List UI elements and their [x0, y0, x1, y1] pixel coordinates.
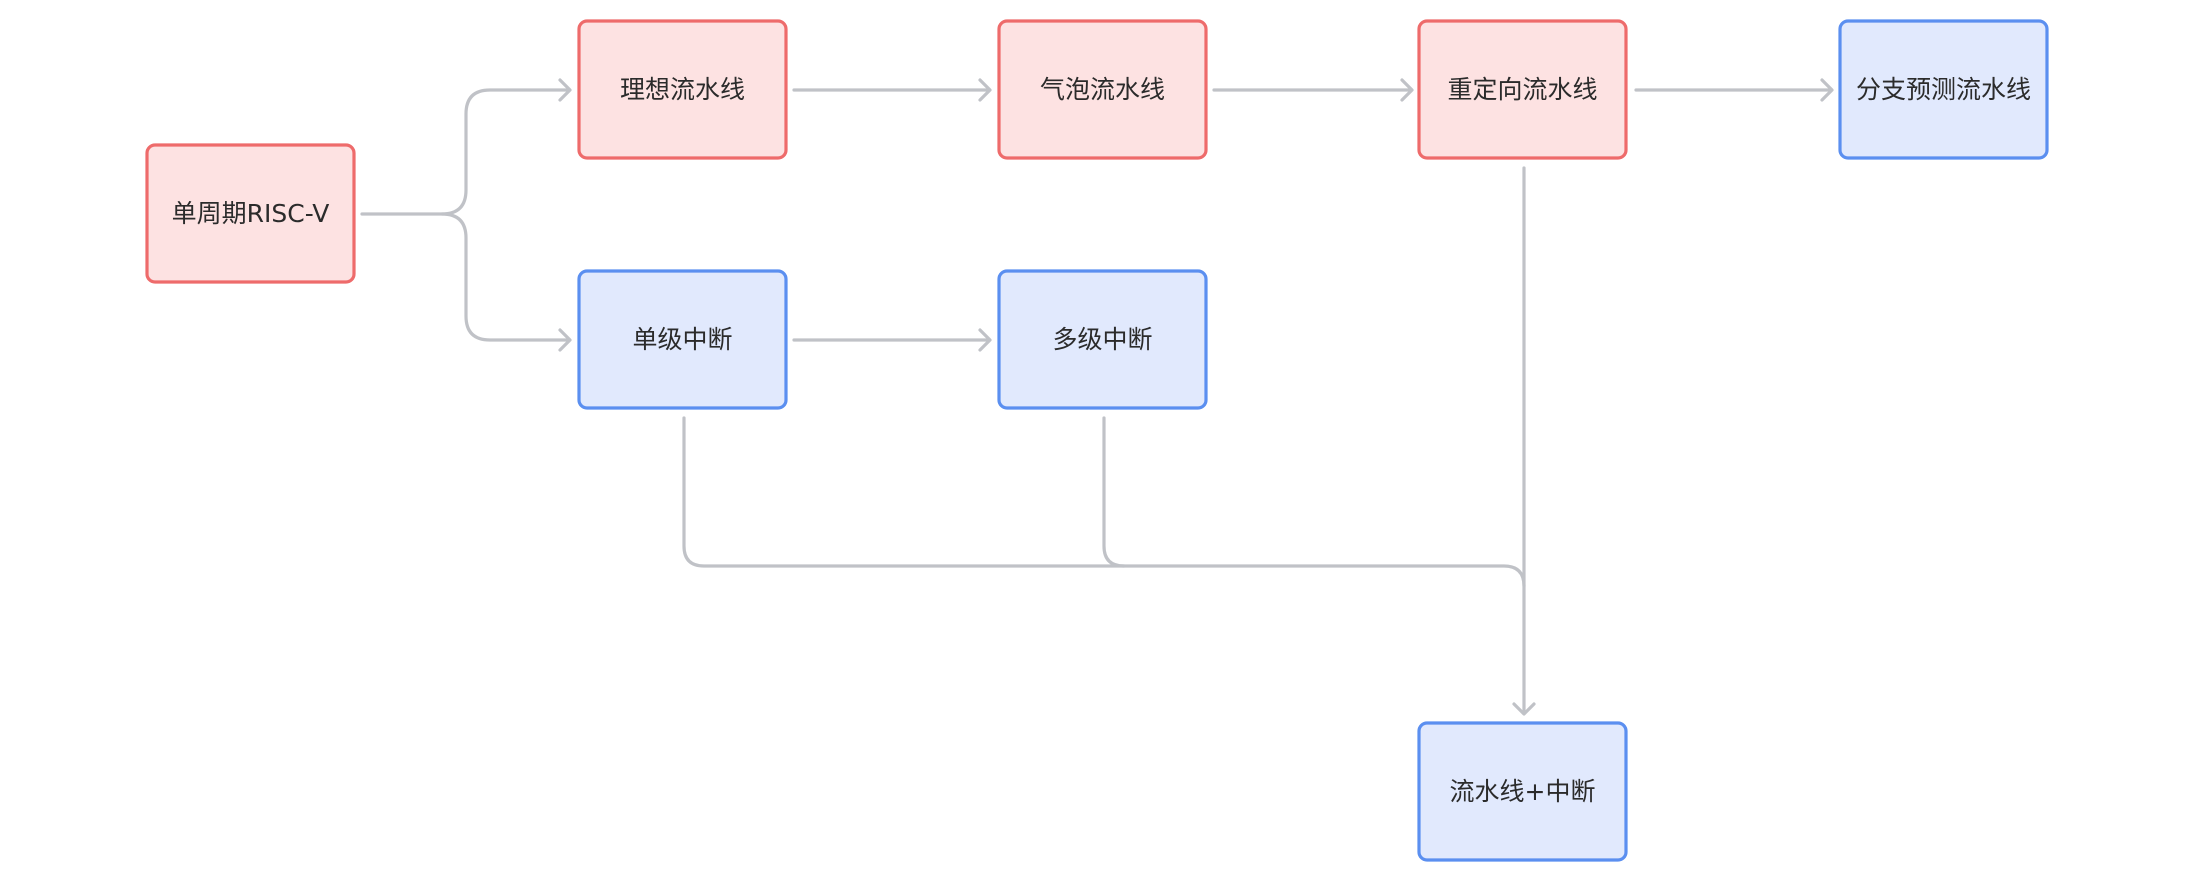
arrowhead-single-level-interrupt — [558, 328, 572, 352]
arrowhead-forwarding-pipeline — [1400, 78, 1414, 102]
node-branch-prediction-pipeline-label: 分支预测流水线 — [1856, 75, 2031, 104]
node-forwarding-pipeline-label: 重定向流水线 — [1447, 75, 1597, 104]
node-forwarding-pipeline[interactable]: 重定向流水线 — [1417, 19, 1628, 160]
node-bubble-pipeline-label: 气泡流水线 — [1040, 75, 1165, 104]
node-pipeline-interrupt-label: 流水线+中断 — [1450, 777, 1596, 806]
node-single-cycle-label: 单周期RISC-V — [172, 199, 330, 228]
edge-single-interrupt-to-pipeline-interrupt — [682, 416, 1526, 588]
node-branch-prediction-pipeline[interactable]: 分支预测流水线 — [1838, 19, 2049, 160]
nodes: 单周期RISC-V 理想流水线 气泡流水线 重定向流水线 分支预测流水线 单级中… — [145, 19, 2049, 862]
node-single-level-interrupt[interactable]: 单级中断 — [577, 269, 788, 410]
node-multi-level-interrupt[interactable]: 多级中断 — [997, 269, 1208, 410]
arrowhead-multi-level-interrupt — [978, 328, 992, 352]
edges — [360, 78, 1834, 716]
node-ideal-pipeline[interactable]: 理想流水线 — [577, 19, 788, 160]
arrowhead-ideal-pipeline — [558, 78, 572, 102]
arrowhead-bubble-pipeline — [978, 78, 992, 102]
edge-single-cycle-to-ideal-pipeline — [360, 88, 570, 216]
edge-single-cycle-to-single-level-interrupt — [440, 212, 570, 342]
arrowhead-branch-prediction-pipeline — [1820, 78, 1834, 102]
edge-multi-interrupt-to-pipeline-interrupt — [1102, 416, 1126, 568]
node-ideal-pipeline-label: 理想流水线 — [620, 75, 745, 104]
node-single-cycle[interactable]: 单周期RISC-V — [145, 143, 356, 284]
node-single-level-interrupt-label: 单级中断 — [632, 325, 732, 354]
node-bubble-pipeline[interactable]: 气泡流水线 — [997, 19, 1208, 160]
arrowhead-pipeline-interrupt — [1512, 702, 1536, 716]
node-pipeline-interrupt[interactable]: 流水线+中断 — [1417, 721, 1628, 862]
node-multi-level-interrupt-label: 多级中断 — [1052, 325, 1152, 354]
